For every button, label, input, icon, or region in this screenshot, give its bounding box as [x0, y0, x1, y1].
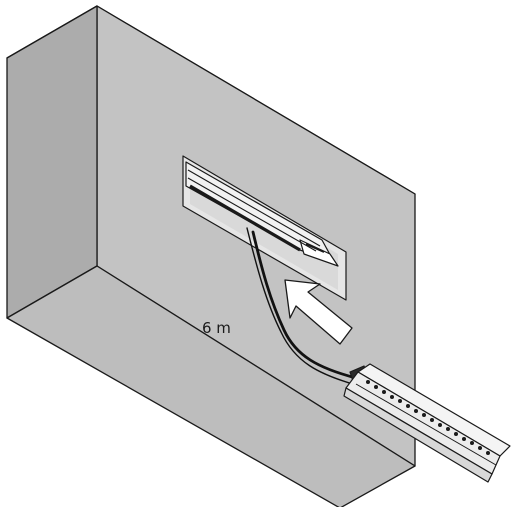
wall-side-face [6, 5, 98, 319]
distance-label: 6 m [202, 319, 231, 337]
profile-end-detail [305, 243, 325, 253]
rail-holes [366, 380, 490, 455]
rail-bottom [343, 387, 493, 483]
cable-line-outline [246, 227, 357, 386]
profile-dark-edge [189, 184, 301, 252]
profile-edge-2 [187, 177, 317, 252]
wall-block [6, 5, 416, 507]
direction-arrow [284, 279, 353, 345]
rail-inner-edge [355, 383, 497, 466]
power-cable [246, 227, 358, 386]
profile-edge-1 [187, 169, 321, 247]
led-rail [343, 363, 511, 483]
installed-profile [185, 161, 339, 267]
wall-bottom-face [6, 265, 416, 507]
cable-line [251, 230, 358, 380]
